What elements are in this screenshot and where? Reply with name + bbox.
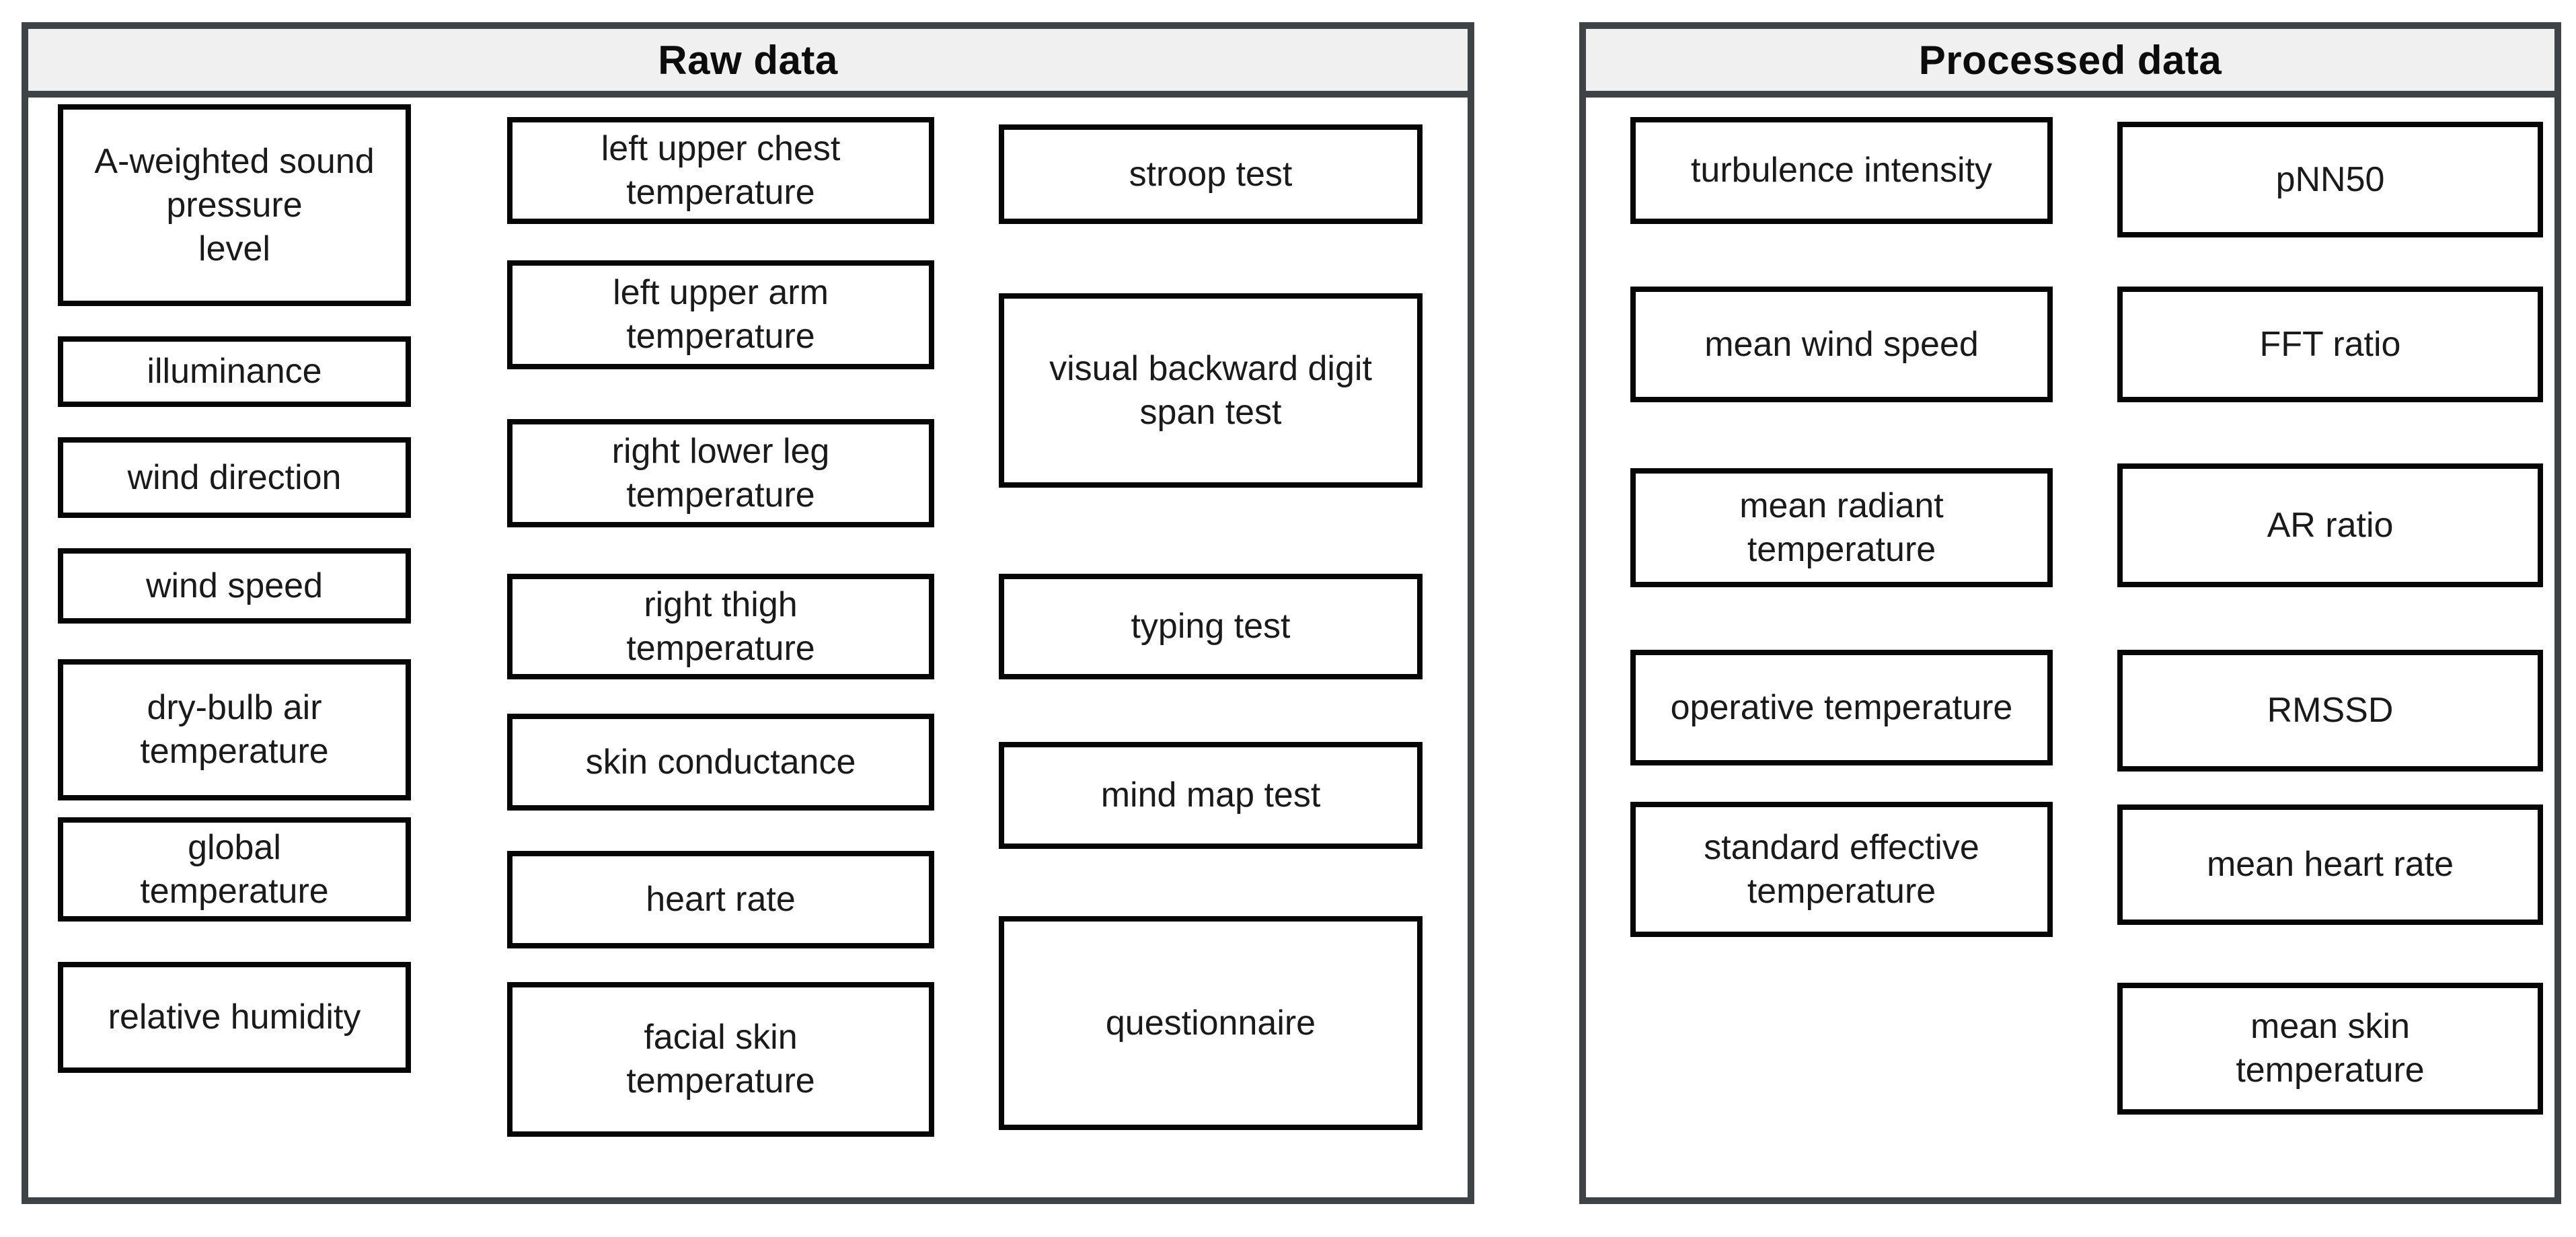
processed-data-box: turbulence intensity	[1630, 117, 2053, 224]
raw-column-physiology: left upper chest temperature left upper a…	[507, 98, 934, 1191]
processed-data-box: operative temperature	[1630, 650, 2053, 765]
processed-data-box: mean heart rate	[2117, 804, 2543, 925]
processed-data-box: FFT ratio	[2117, 287, 2543, 402]
raw-data-box: illuminance	[58, 336, 411, 407]
raw-data-box: relative humidity	[58, 962, 411, 1073]
processed-data-body: turbulence intensity mean wind speed mean …	[1586, 98, 2554, 1191]
raw-data-box: global temperature	[58, 817, 411, 922]
processed-data-box: standard effective temperature	[1630, 802, 2053, 937]
raw-data-box: mind map test	[999, 742, 1423, 849]
raw-data-box: right thigh temperature	[507, 574, 934, 679]
raw-data-box: facial skin temperature	[507, 982, 934, 1137]
raw-data-box: right lower leg temperature	[507, 419, 934, 527]
raw-data-box: skin conductance	[507, 714, 934, 811]
raw-column-tests: stroop test visual backward digit span te…	[999, 98, 1423, 1191]
processed-data-box: mean wind speed	[1630, 287, 2053, 402]
processed-data-box: mean radiant temperature	[1630, 468, 2053, 587]
processed-data-box: mean skin temperature	[2117, 983, 2543, 1115]
raw-data-box: questionnaire	[999, 916, 1423, 1130]
processed-data-box: RMSSD	[2117, 650, 2543, 772]
raw-data-box: A-weighted sound pressure level	[58, 104, 411, 306]
raw-column-environment: A-weighted sound pressure level illuminan…	[58, 98, 411, 1191]
raw-data-box: heart rate	[507, 851, 934, 948]
raw-data-body: A-weighted sound pressure level illuminan…	[28, 98, 1468, 1191]
raw-data-title: Raw data	[658, 37, 838, 83]
processed-data-header: Processed data	[1586, 29, 2554, 98]
raw-data-panel: Raw data A-weighted sound pressure level…	[22, 22, 1474, 1204]
processed-data-box: pNN50	[2117, 122, 2543, 237]
raw-data-box: typing test	[999, 574, 1423, 679]
processed-data-box: AR ratio	[2117, 463, 2543, 587]
raw-data-box: wind direction	[58, 437, 411, 518]
raw-data-header: Raw data	[28, 29, 1468, 98]
processed-column-environment: turbulence intensity mean wind speed mean …	[1630, 98, 2053, 1191]
raw-data-box: left upper arm temperature	[507, 260, 934, 369]
processed-data-panel: Processed data turbulence intensity mean …	[1579, 22, 2561, 1204]
processed-data-title: Processed data	[1918, 37, 2222, 83]
raw-data-box: wind speed	[58, 548, 411, 624]
raw-data-box: stroop test	[999, 124, 1423, 224]
raw-data-box: left upper chest temperature	[507, 117, 934, 224]
raw-data-box: dry-bulb air temperature	[58, 659, 411, 800]
raw-data-box: visual backward digit span test	[999, 293, 1423, 488]
